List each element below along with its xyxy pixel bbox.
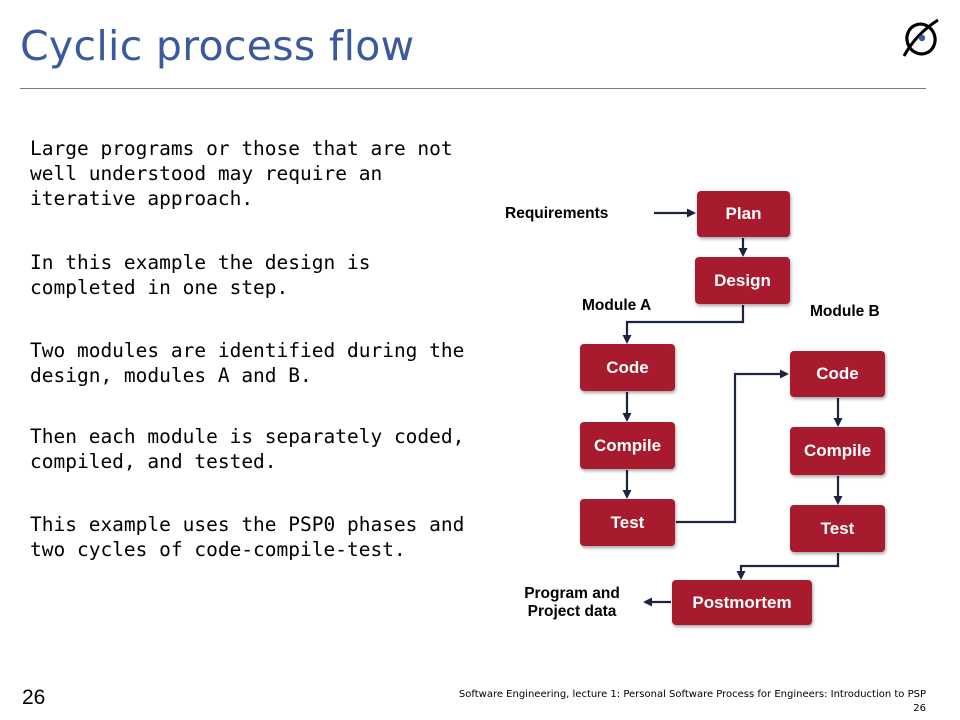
compile-b-box: Compile bbox=[790, 427, 885, 475]
output-label-line1: Program and bbox=[524, 585, 620, 602]
page-number: 26 bbox=[22, 686, 46, 709]
bullet-item: Large programs or those that are not wel… bbox=[30, 137, 453, 210]
bullet-item: Two modules are identified during the de… bbox=[30, 339, 465, 387]
code-b-box: Code bbox=[790, 351, 885, 397]
title-divider bbox=[20, 88, 926, 89]
module-a-label: Module A bbox=[582, 297, 652, 314]
eiffel-logo-icon bbox=[902, 18, 939, 57]
plan-box: Plan bbox=[697, 191, 790, 237]
requirements-label: Requirements bbox=[505, 205, 609, 222]
footer-text: Software Engineering, lecture 1: Persona… bbox=[458, 689, 926, 700]
arrow-design-to-code-a bbox=[622, 305, 745, 344]
slide-title: Cyclic process flow bbox=[20, 22, 415, 70]
bullet-item: This example uses the PSP0 phases and tw… bbox=[30, 513, 465, 561]
output-label: Program and Project data bbox=[500, 585, 644, 621]
bullet-item: In this example the design is completed … bbox=[30, 251, 371, 299]
compile-a-box: Compile bbox=[580, 422, 675, 469]
bullet-item: Then each module is separately coded, co… bbox=[30, 425, 465, 473]
footer-page-number: 26 bbox=[913, 703, 926, 714]
test-a-box: Test bbox=[580, 499, 675, 546]
postmortem-box: Postmortem bbox=[672, 580, 812, 625]
design-box: Design bbox=[695, 257, 790, 304]
test-b-box: Test bbox=[790, 505, 885, 552]
arrow-test-b-to-postmortem bbox=[736, 553, 840, 580]
output-label-line2: Project data bbox=[527, 603, 617, 620]
module-b-label: Module B bbox=[810, 303, 880, 320]
footer: Software Engineering, lecture 1: Persona… bbox=[459, 688, 926, 716]
code-a-box: Code bbox=[580, 344, 675, 391]
arrow-test-a-to-code-b bbox=[676, 369, 789, 524]
